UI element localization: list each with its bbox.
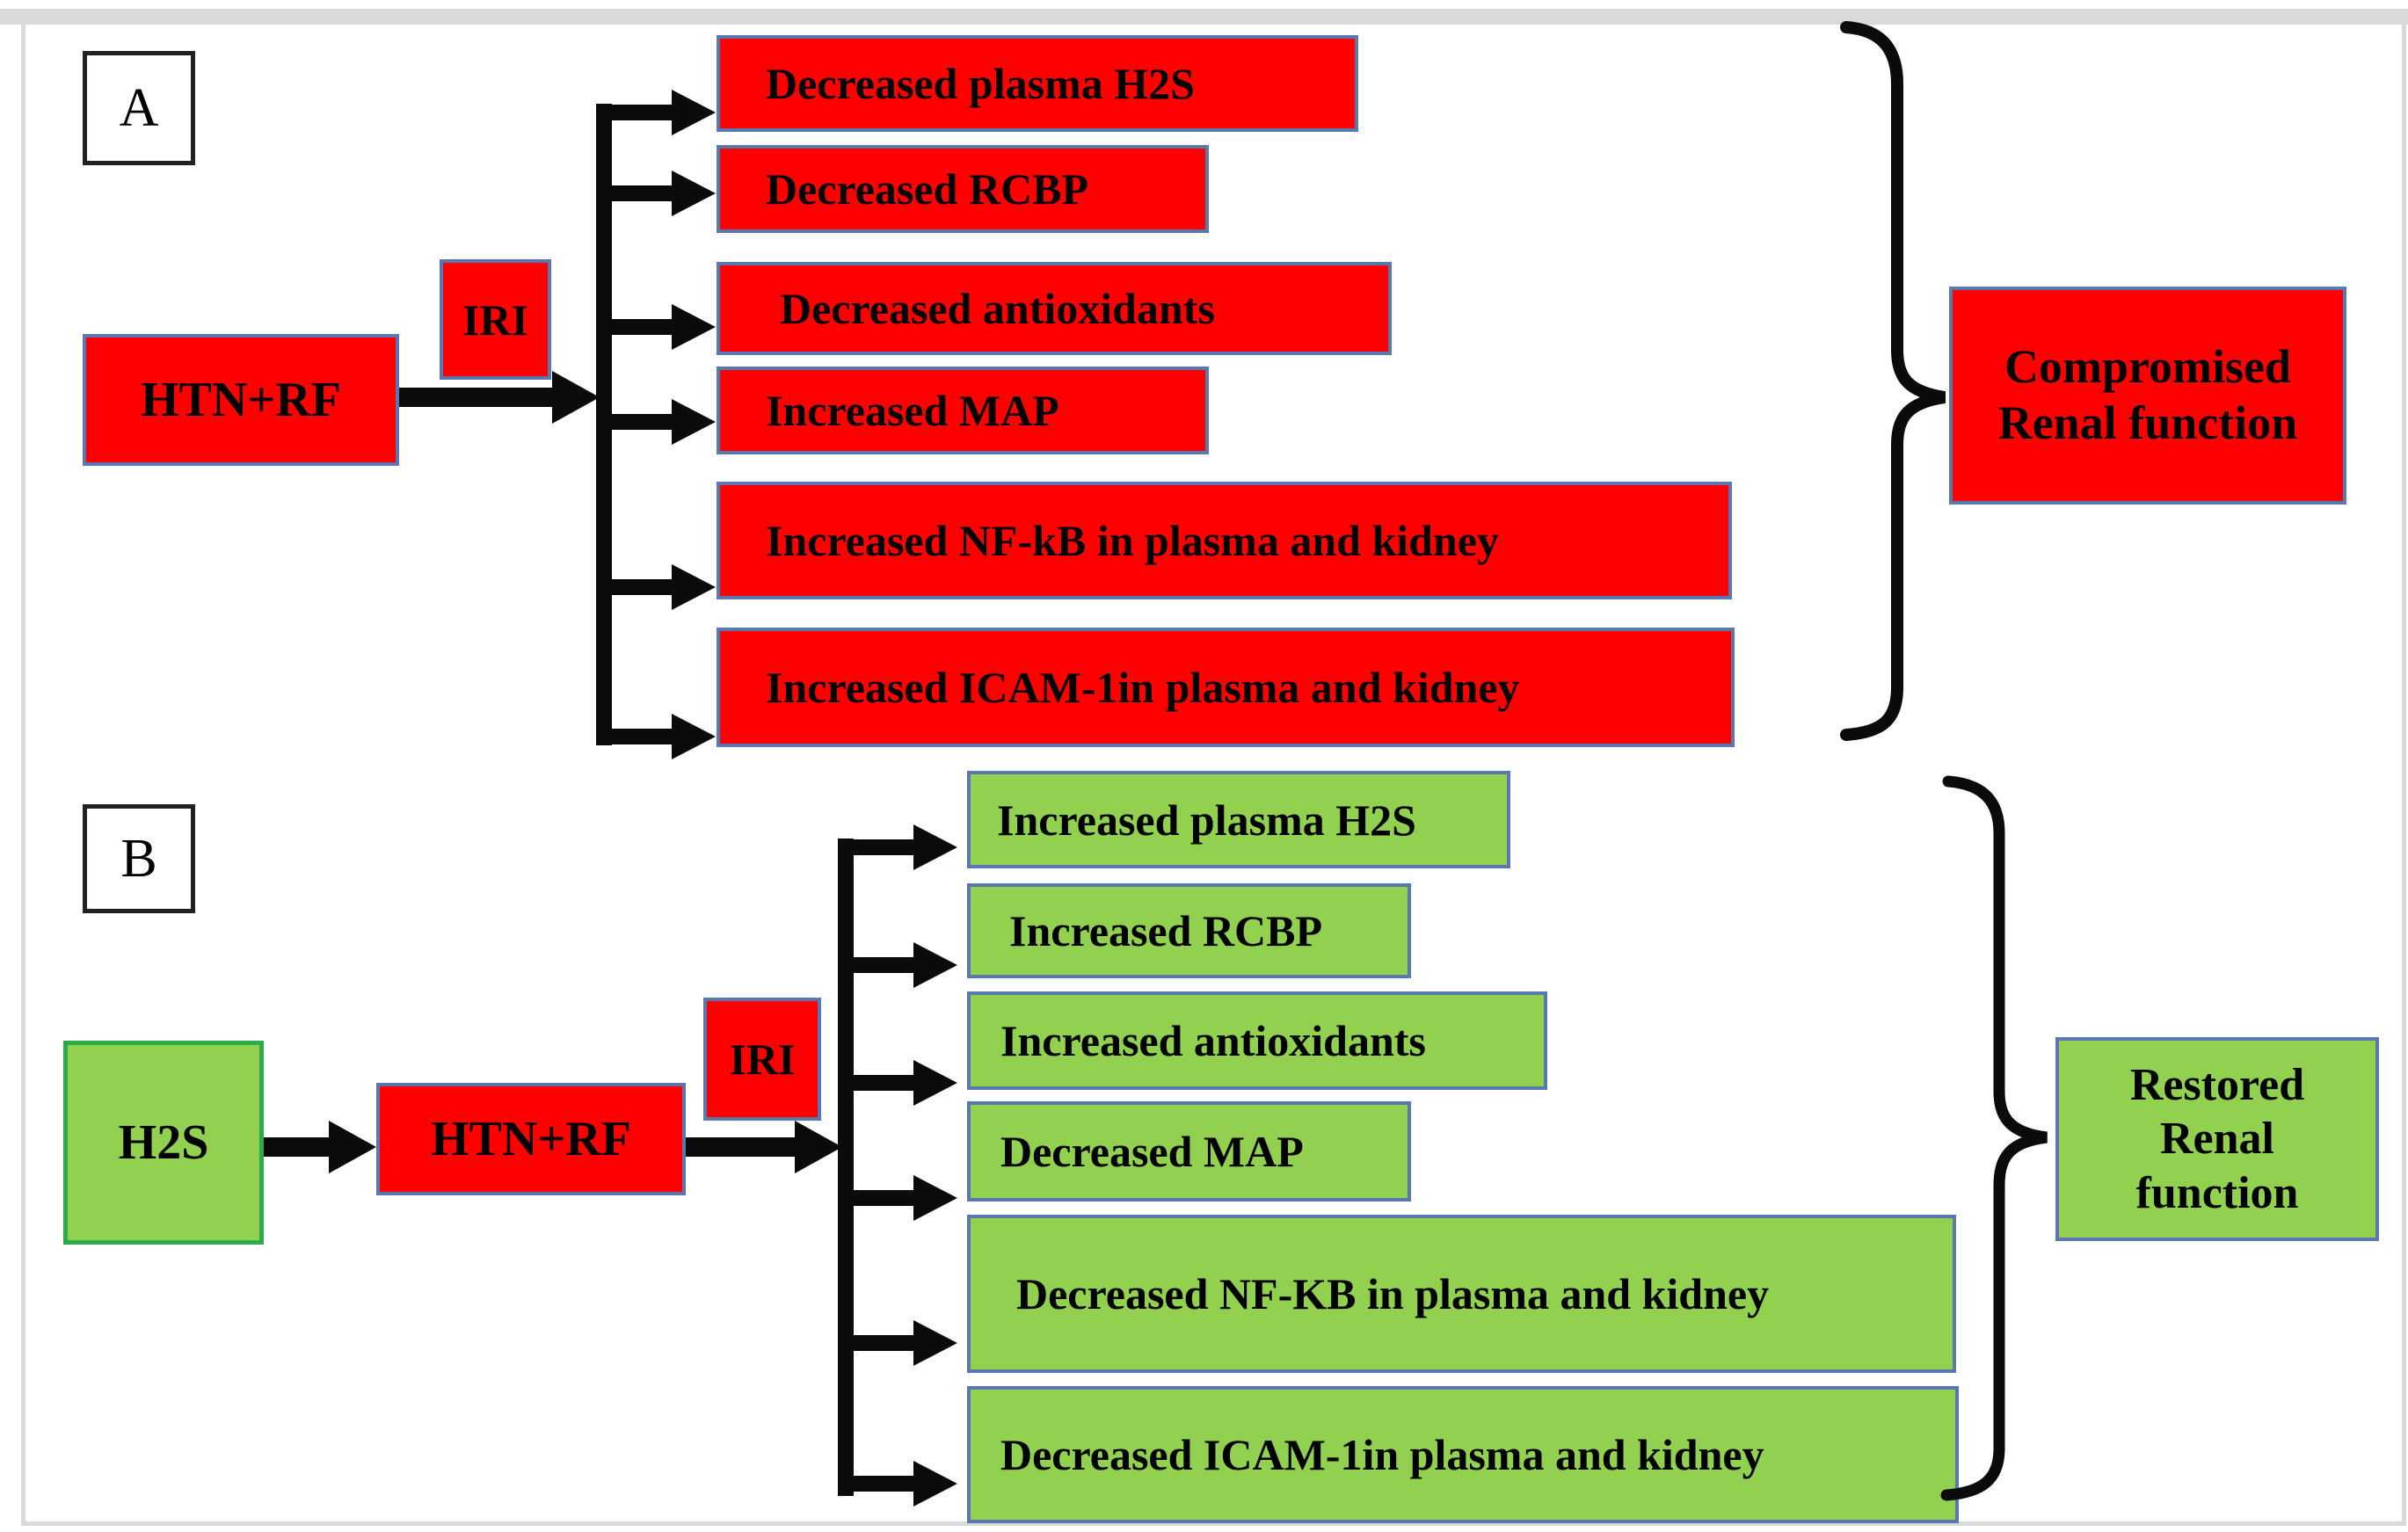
- frame-left: [21, 9, 25, 1524]
- panel-a-branch-3-arrowhead-icon: [672, 304, 716, 350]
- panel-b-outcome-2-box: Increased RCBP: [967, 883, 1411, 978]
- panel-b-conclusion-line3: function: [2135, 1167, 2299, 1218]
- panel-a-letter: A: [119, 77, 159, 138]
- panel-b-branch-5-arrowhead-icon: [913, 1320, 957, 1366]
- panel-a-branch-6-arrowhead-icon: [672, 714, 716, 759]
- panel-a-start-box: HTN+RF: [83, 334, 399, 466]
- panel-b-conclusion-label: Restored Renal function: [2059, 1058, 2375, 1220]
- panel-b-start-box: HTN+RF: [376, 1083, 686, 1195]
- panel-b-branch-4-arrowhead-icon: [913, 1175, 957, 1221]
- panel-b-branch-5-shaft: [854, 1335, 915, 1351]
- panel-a-branch-4-shaft: [612, 414, 673, 430]
- panel-b-label-box: B: [83, 804, 195, 913]
- panel-a-conclusion-line2: Renal function: [1997, 396, 2298, 449]
- panel-a-label-box: A: [83, 51, 195, 165]
- panel-b-conclusion-line2: Renal: [2160, 1114, 2274, 1165]
- panel-a-main-arrowhead-icon: [552, 371, 600, 424]
- panel-b-branch-2-shaft: [854, 957, 915, 973]
- panel-a-outcome-3-label: Decreased antioxidants: [780, 284, 1215, 333]
- panel-b-outcome-3-box: Increased antioxidants: [967, 991, 1547, 1090]
- panel-b-pre-arrow-shaft: [264, 1137, 334, 1157]
- panel-a-branch-1-shaft: [612, 105, 673, 120]
- panel-b-branch-1-arrowhead-icon: [913, 824, 957, 870]
- panel-a-outcome-6-box: Increased ICAM-1in plasma and kidney: [717, 628, 1735, 747]
- panel-a-branch-2-shaft: [612, 185, 673, 201]
- panel-b-branch-4-shaft: [854, 1190, 915, 1206]
- panel-a-conclusion-line1: Compromised: [2004, 340, 2291, 394]
- panel-b-outcome-1-box: Increased plasma H2S: [967, 771, 1510, 868]
- panel-b-branch-6-arrowhead-icon: [913, 1461, 957, 1507]
- panel-a-conclusion-label: Compromised Renal function: [1953, 339, 2343, 451]
- panel-a-branch-5-arrowhead-icon: [672, 564, 716, 610]
- panel-b-conclusion-box: Restored Renal function: [2055, 1037, 2379, 1241]
- panel-b-outcome-6-label: Decreased ICAM-1in plasma and kidney: [1000, 1430, 1764, 1479]
- panel-b-branch-3-arrowhead-icon: [913, 1060, 957, 1106]
- panel-b-branch-2-arrowhead-icon: [913, 942, 957, 988]
- panel-a-mediator-box: IRI: [440, 259, 551, 380]
- panel-b-h2s-box: H2S: [63, 1041, 264, 1245]
- panel-b-branch-1-shaft: [854, 839, 915, 855]
- frame-right: [2402, 9, 2406, 1524]
- panel-b-outcome-5-label: Decreased NF-KB in plasma and kidney: [1016, 1269, 1770, 1318]
- panel-a-outcome-2-box: Decreased RCBP: [717, 145, 1209, 233]
- panel-b-trunk-line: [838, 839, 854, 1496]
- panel-b-outcome-4-label: Decreased MAP: [1000, 1127, 1304, 1176]
- panel-a-outcome-1-box: Decreased plasma H2S: [717, 35, 1358, 132]
- panel-b-outcome-1-label: Increased plasma H2S: [997, 795, 1416, 845]
- panel-a-branch-2-arrowhead-icon: [672, 171, 716, 216]
- panel-b-h2s-label: H2S: [118, 1115, 209, 1170]
- panel-b-mediator-label: IRI: [729, 1035, 796, 1084]
- panel-a-branch-5-shaft: [612, 579, 673, 595]
- panel-b-conclusion-line1: Restored: [2129, 1059, 2305, 1110]
- panel-b-outcome-5-box: Decreased NF-KB in plasma and kidney: [967, 1215, 1956, 1373]
- panel-a-trunk-line: [596, 104, 612, 745]
- panel-a-outcome-2-label: Decreased RCBP: [766, 164, 1089, 214]
- panel-a-outcome-4-box: Increased MAP: [717, 367, 1209, 454]
- panel-b-main-arrowhead-icon: [795, 1121, 842, 1173]
- panel-b-outcome-3-label: Increased antioxidants: [1000, 1016, 1426, 1065]
- panel-a-outcome-3-box: Decreased antioxidants: [717, 262, 1392, 355]
- panel-b-branch-3-shaft: [854, 1075, 915, 1091]
- panel-b-mediator-box: IRI: [703, 998, 821, 1121]
- panel-b-start-label: HTN+RF: [431, 1112, 631, 1166]
- panel-a-start-label: HTN+RF: [141, 373, 341, 427]
- panel-a-main-arrow-shaft: [399, 388, 557, 407]
- panel-a-branch-6-shaft: [612, 729, 673, 744]
- panel-a-branch-1-arrowhead-icon: [672, 90, 716, 135]
- panel-b-outcome-4-box: Decreased MAP: [967, 1101, 1411, 1202]
- panel-b-outcome-2-label: Increased RCBP: [1009, 906, 1323, 955]
- panel-a-outcome-4-label: Increased MAP: [766, 386, 1059, 435]
- panel-b-main-arrow-shaft: [686, 1137, 800, 1157]
- frame-top: [0, 9, 2408, 25]
- panel-b-outcome-6-box: Decreased ICAM-1in plasma and kidney: [967, 1386, 1959, 1523]
- panel-b-branch-6-shaft: [854, 1476, 915, 1492]
- panel-b-letter: B: [120, 828, 157, 889]
- panel-a-outcome-5-label: Increased NF-kB in plasma and kidney: [766, 516, 1499, 565]
- panel-a-outcome-5-box: Increased NF-kB in plasma and kidney: [717, 482, 1732, 599]
- panel-a-outcome-6-label: Increased ICAM-1in plasma and kidney: [766, 663, 1520, 712]
- panel-a-conclusion-box: Compromised Renal function: [1949, 287, 2346, 505]
- panel-b-pre-arrowhead-icon: [329, 1121, 376, 1173]
- panel-a-mediator-label: IRI: [462, 294, 529, 345]
- panel-a-branch-3-shaft: [612, 319, 673, 335]
- frame-bottom: [21, 1521, 2406, 1526]
- panel-a-outcome-1-label: Decreased plasma H2S: [766, 59, 1195, 108]
- panel-a-branch-4-arrowhead-icon: [672, 399, 716, 445]
